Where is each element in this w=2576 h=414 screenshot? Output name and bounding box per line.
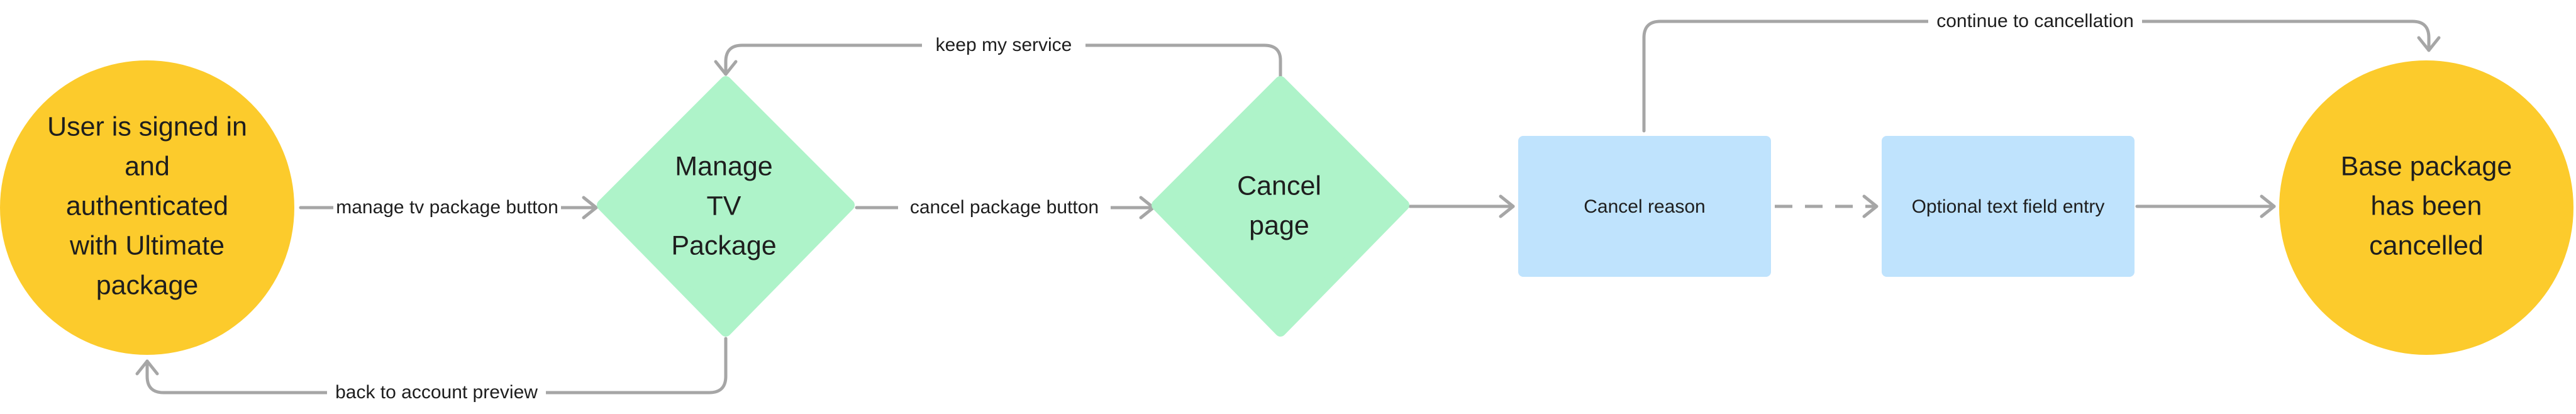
edge-keep-my-service: keep my service	[714, 30, 1282, 79]
edge-label-bg	[333, 193, 561, 223]
node-text: Cancel reason	[1584, 196, 1705, 217]
edge-label-bg	[898, 193, 1111, 223]
node-end: Base package has been cancelled	[2279, 60, 2573, 355]
edge-label: cancel package button	[910, 197, 1099, 218]
node-text-line: Package	[671, 230, 776, 260]
arrowhead	[2260, 194, 2276, 218]
node-cancel-reason: Cancel reason	[1518, 136, 1771, 277]
edge-continue-to-cancellation: continue to cancellation	[1642, 6, 2441, 133]
node-text-line: authenticated	[66, 191, 228, 221]
node-text-line: Base package	[2341, 151, 2512, 181]
node-text: Optional text field entry	[1912, 196, 2105, 217]
node-optional-text-field: Optional text field entry	[1882, 136, 2135, 277]
node-text-line: cancelled	[2369, 230, 2484, 260]
edge-label: manage tv package button	[336, 197, 558, 218]
optional-text-box	[1882, 136, 2135, 277]
edge-label: keep my service	[936, 35, 1072, 55]
node-text-line: TV	[707, 191, 741, 221]
arrowhead	[714, 60, 738, 76]
manage-diamond	[597, 76, 855, 337]
edge-cancel-package-button: cancel package button	[855, 193, 1155, 223]
arrowhead	[2417, 36, 2441, 52]
start-circle	[0, 60, 294, 355]
cancel-reason-box	[1518, 136, 1771, 277]
end-circle	[2279, 60, 2573, 355]
edge-label-bg	[1928, 6, 2142, 36]
node-text-line: Manage	[675, 151, 772, 181]
edge-to-optional-text	[1775, 194, 1879, 218]
cancel-diamond	[1152, 76, 1409, 337]
node-start: User is signed in and authenticated with…	[0, 60, 294, 355]
arrowhead	[1499, 194, 1515, 218]
edge-label: continue to cancellation	[1936, 11, 2134, 31]
arrowhead	[1862, 194, 1879, 218]
node-text-line: has been	[2371, 191, 2482, 221]
edge-to-end	[2135, 194, 2276, 218]
arrowhead	[135, 359, 159, 376]
edge-manage-tv-package-button: manage tv package button	[299, 193, 598, 223]
node-cancel-page: Cancel page	[1152, 76, 1409, 337]
edge-line	[1642, 20, 2431, 133]
node-text-line: Cancel	[1237, 171, 1321, 201]
node-text-line: package	[96, 270, 199, 300]
edge-to-cancel-reason	[1408, 194, 1515, 218]
node-manage-tv-package: Manage TV Package	[597, 76, 855, 337]
arrowhead	[582, 196, 598, 220]
node-text-line: with Ultimate	[69, 230, 225, 260]
node-text-line: and	[125, 151, 170, 181]
edge-label: back to account preview	[335, 382, 538, 403]
edge-label-bg	[327, 378, 546, 408]
node-text-line: User is signed in	[47, 111, 247, 142]
edge-label-bg	[922, 30, 1085, 60]
edge-back-to-account-preview: back to account preview	[135, 337, 728, 408]
node-text-line: page	[1249, 210, 1309, 240]
